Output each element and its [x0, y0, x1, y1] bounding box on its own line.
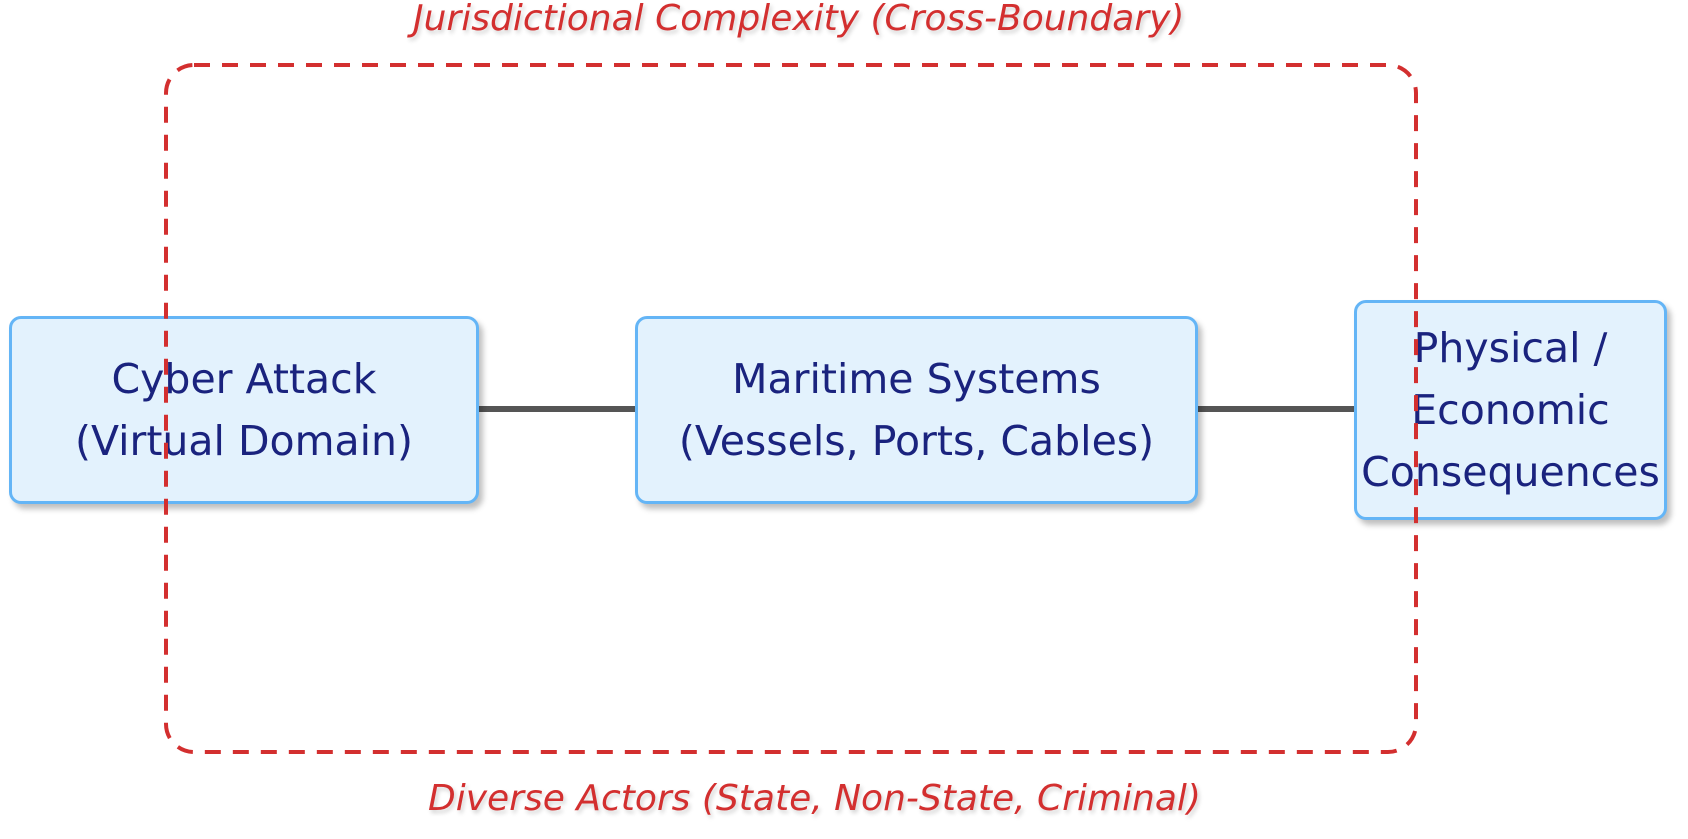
node-line: Consequences [1361, 448, 1660, 496]
boundary-top-label: Jurisdictional Complexity (Cross-Boundar… [413, 0, 1185, 39]
node-cyber-attack: Cyber Attack (Virtual Domain) [9, 316, 479, 504]
node-consequences: Physical / Economic Consequences [1354, 300, 1667, 520]
node-line: Maritime Systems [732, 355, 1101, 403]
node-line: Economic [1411, 386, 1610, 434]
node-line: (Virtual Domain) [74, 417, 414, 465]
node-line: Physical / [1413, 324, 1608, 372]
node-line: Cyber Attack [111, 355, 377, 403]
node-line: (Vessels, Ports, Cables) [678, 417, 1155, 465]
node-maritime-systems: Maritime Systems (Vessels, Ports, Cables… [635, 316, 1198, 504]
boundary-bottom-label: Diverse Actors (State, Non-State, Crimin… [428, 778, 1201, 819]
